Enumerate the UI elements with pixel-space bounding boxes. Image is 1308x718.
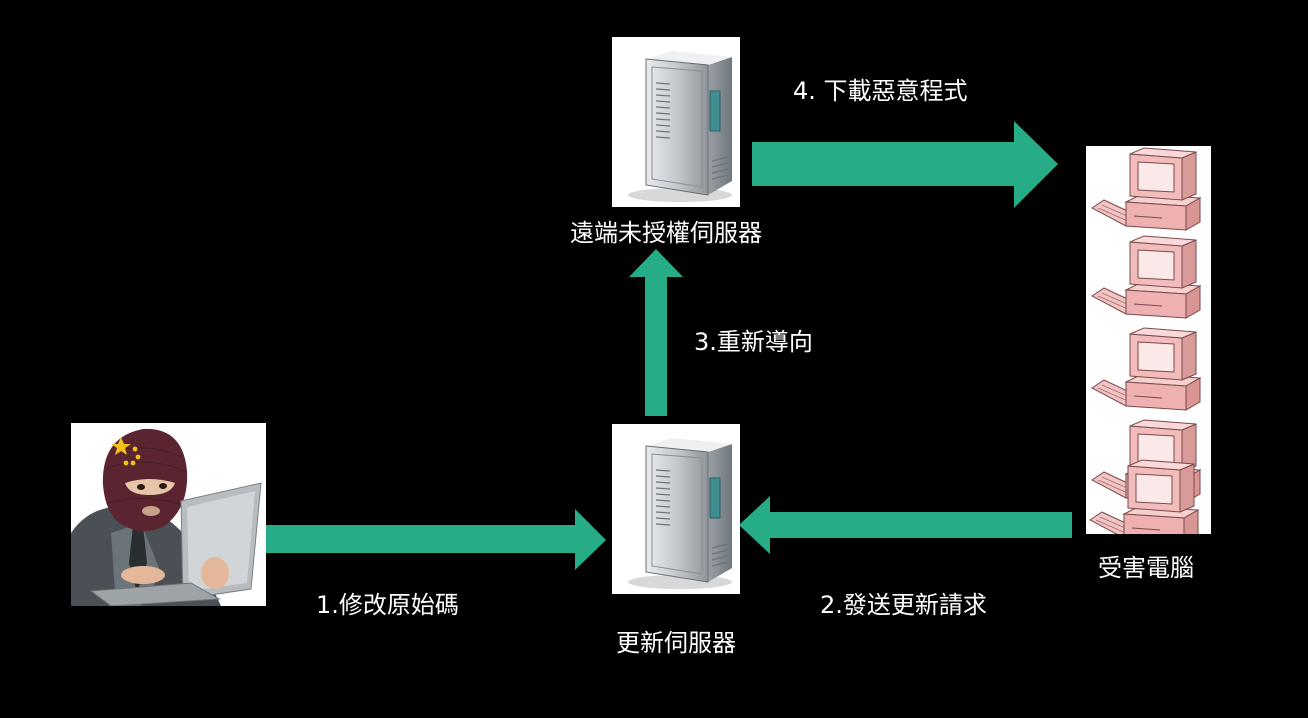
remote-server-label: 遠端未授權伺服器 — [570, 219, 762, 247]
hacker-with-laptop-icon — [71, 428, 262, 606]
step-2-label: 2.發送更新請求 — [820, 591, 987, 619]
server-tower-icon — [627, 50, 733, 203]
remote-server-node — [612, 37, 740, 207]
update-server-node — [612, 424, 740, 594]
victim-computers-label: 受害電腦 — [1098, 554, 1194, 582]
arrow-step-3 — [629, 249, 683, 416]
arrow-step-1 — [266, 509, 606, 570]
victim-computers-node — [1086, 146, 1211, 534]
step-3-label: 3.重新導向 — [694, 328, 813, 356]
arrow-step-2 — [739, 496, 1072, 554]
step-4-label: 4. 下載惡意程式 — [793, 77, 968, 105]
arrow-step-4 — [752, 121, 1058, 208]
step-1-label: 1.修改原始碼 — [316, 591, 459, 619]
server-tower-icon — [627, 437, 733, 590]
computer-stack-icon — [1089, 147, 1201, 534]
update-server-label: 更新伺服器 — [616, 629, 736, 657]
attacker-node — [71, 423, 266, 606]
